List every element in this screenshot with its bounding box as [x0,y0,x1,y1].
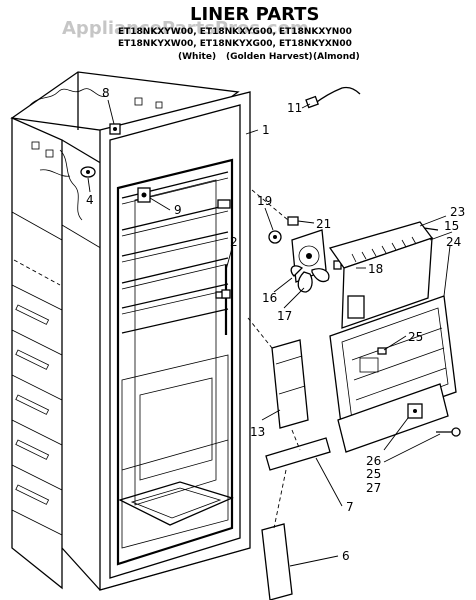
callout-8: 8 [102,86,110,100]
callout-21: 21 [316,217,331,231]
callout-18: 18 [368,262,383,276]
callout-11: 11 [287,101,302,115]
color-label-almond: (Almond) [313,52,360,62]
part-6-lower-panel [261,523,293,600]
callout-9: 9 [174,203,182,217]
part-24-evaporator-cover [329,227,461,453]
liner-front-frame [61,91,251,591]
callout-2: 2 [230,235,238,249]
part-7-seal [265,437,331,471]
callout-6: 6 [342,549,350,563]
cabinet-liner [10,71,240,590]
part-8-screw [109,123,121,135]
part-23-shroud-bracket [328,221,434,329]
callout-24: 24 [446,235,461,249]
part-13-air-duct [271,339,309,429]
callout-1: 1 [262,123,270,137]
color-label-white: (White) [178,52,216,62]
model-list-row-1: ET18NKXYW00, ET18NKXYG00, ET18NKXYN00 [118,27,352,37]
part-9-hinge [137,187,151,203]
diagram-title: LINER PARTS [190,4,319,25]
callouts: 1 2 4 6 7 8 9 11 13 15 16 17 18 19 21 23 [86,86,465,567]
callout-23: 23 [450,205,465,219]
callout-17: 17 [277,309,292,323]
model-list-row-2: ET18NKYXW00, ET18NKYXG00, ET18NKYXN00 [118,39,352,49]
color-label-golden-harvest: (Golden Harvest) [226,52,313,62]
callout-7: 7 [346,500,354,514]
callout-13: 13 [250,425,265,439]
watermark: AppliancePartsPros.com [62,18,309,39]
callout-27: 27 [366,481,381,495]
callout-26: 26 [366,454,381,468]
callout-16: 16 [262,291,277,305]
callout-25-upper: 25 [408,330,423,344]
callout-19: 19 [257,194,272,208]
part-11-wire [305,86,361,109]
callout-25-lower: 25 [366,467,381,481]
part-4-thermostat [80,166,96,178]
callout-4: 4 [86,193,94,207]
callout-15: 15 [444,219,459,233]
alignment-guides [247,189,301,529]
